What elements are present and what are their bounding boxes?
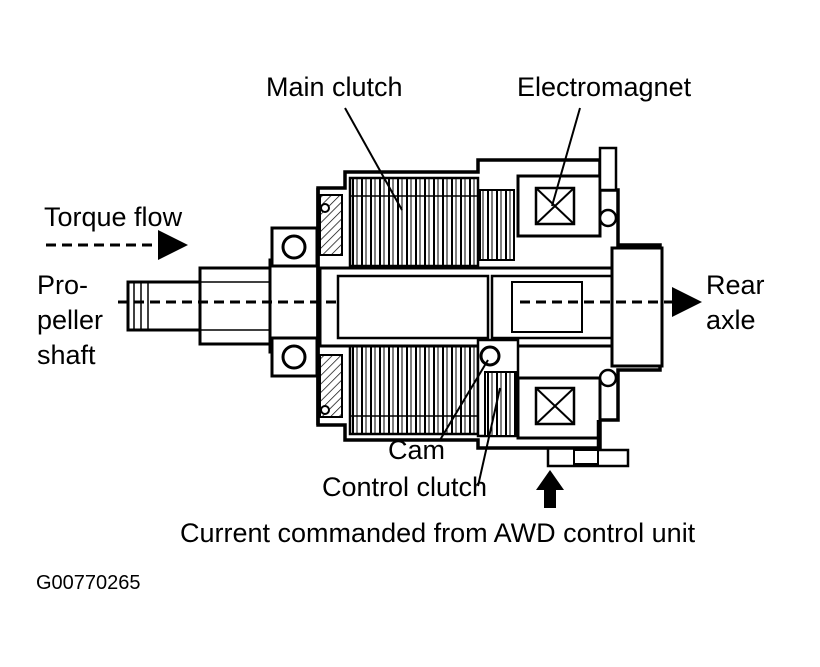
output-flange [546,246,664,468]
rear-axle-label-1: Rear [706,270,765,300]
cam-assembly [476,189,520,438]
rear-axle-label-2: axle [706,305,756,335]
leader-lines [344,107,581,487]
propeller-shaft-label-2: peller [37,305,104,335]
control-clutch-label: Control clutch [322,472,488,502]
propeller-shaft-label-1: Pro- [37,270,89,300]
cam-label: Cam [388,435,446,465]
propeller-shaft-label-3: shaft [37,340,96,370]
torque-flow-label: Torque flow [44,202,183,232]
current-command-label: Current commanded from AWD control unit [180,518,696,548]
figure-code: G00770265 [36,572,141,594]
center-shaft [318,266,622,348]
electromagnet-label: Electromagnet [517,72,692,102]
electromagnet-coils [516,146,618,440]
main-clutch-plates [348,176,480,436]
current-input-arrow [536,470,564,508]
main-clutch-label: Main clutch [266,72,403,102]
